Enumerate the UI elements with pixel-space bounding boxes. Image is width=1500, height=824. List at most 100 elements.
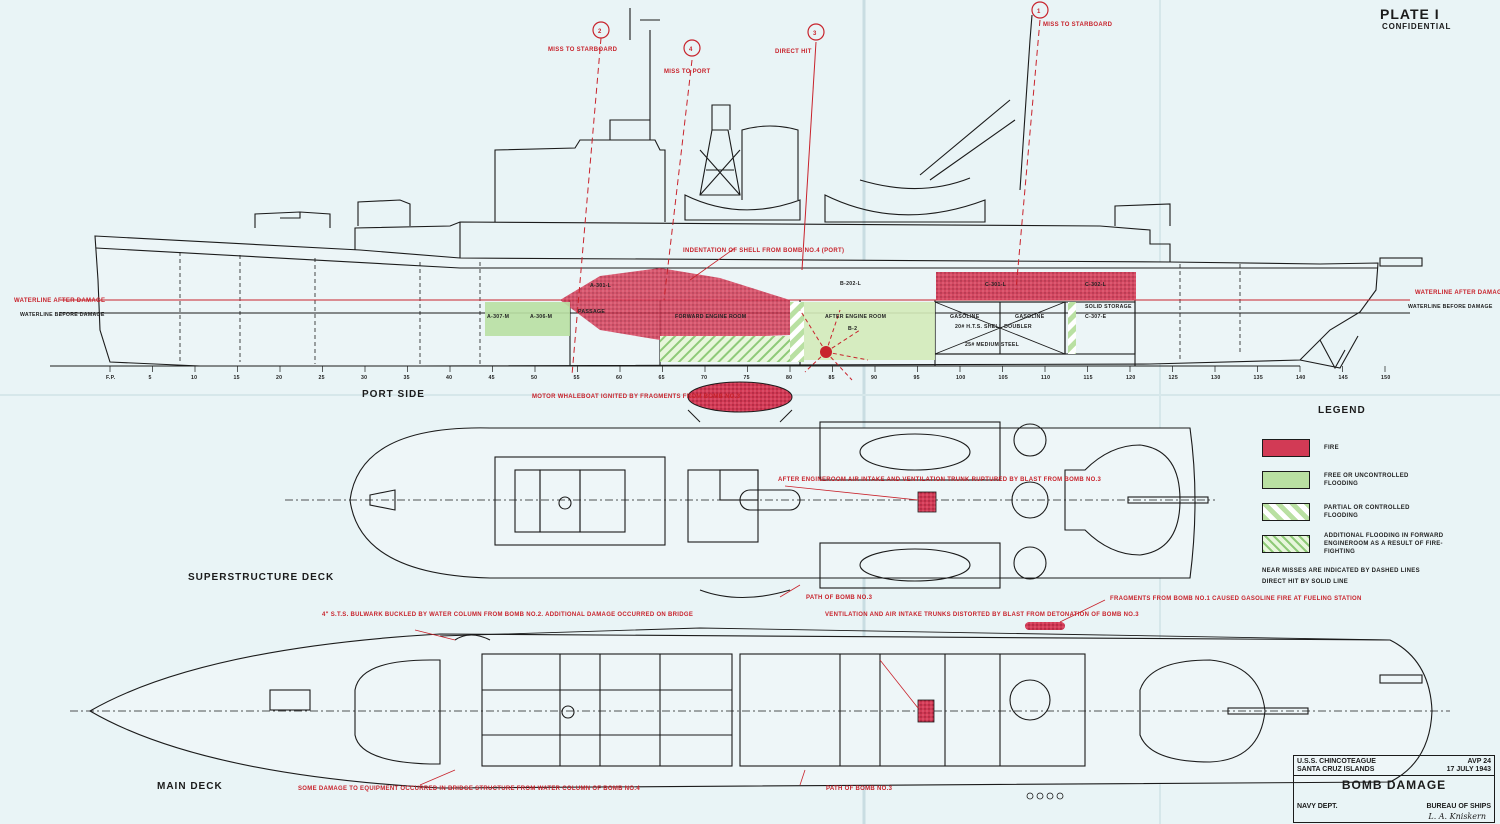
flooding-area-after-engine — [800, 302, 935, 360]
frame-label: 70 — [701, 375, 707, 381]
bomb-2-trajectory — [571, 37, 602, 376]
legend-label: PARTIAL OR CONTROLLED FLOODING — [1324, 505, 1410, 519]
leader-equipment — [419, 769, 456, 786]
leader-air-intake — [784, 485, 919, 501]
waterline-before-label-aft: WATERLINE BEFORE DAMAGE — [1408, 304, 1493, 310]
compartment-passage: PASSAGE — [578, 309, 605, 315]
bomb-1-marker — [1031, 1, 1049, 19]
frame-label: 45 — [489, 375, 495, 381]
bomb-4-trajectory — [663, 59, 693, 301]
frame-label: 10 — [191, 375, 197, 381]
waterline-before-label-fwd: WATERLINE BEFORE DAMAGE — [20, 312, 105, 318]
frame-label: 50 — [531, 375, 537, 381]
frame-label: 125 — [1169, 375, 1179, 381]
legend-swatch-additional — [1262, 535, 1310, 553]
frame-label: 95 — [914, 375, 920, 381]
legend-swatch-flood — [1262, 471, 1310, 489]
partial-flooding-area — [1068, 302, 1076, 354]
bomb-3-number: 3 — [813, 31, 817, 37]
note-bulwark: 4" S.T.S. BULWARK BUCKLED BY WATER COLUM… — [322, 612, 693, 618]
title-bureau: BUREAU OF SHIPS — [1426, 803, 1491, 810]
bomb-3-trajectory — [801, 41, 817, 271]
bomb-2-number: 2 — [598, 29, 602, 35]
leader-indentation — [689, 247, 736, 281]
bomb-2-marker — [592, 21, 610, 39]
waterline-after-label-fwd: WATERLINE AFTER DAMAGE — [14, 298, 105, 304]
view-label-port-side: PORT SIDE — [362, 389, 425, 400]
legend-item-flood: FREE OR UNCONTROLLED FLOODING — [1262, 471, 1462, 489]
frame-label: 85 — [829, 375, 835, 381]
frame-label: 60 — [616, 375, 622, 381]
bomb-2-label: MISS TO STARBOARD — [548, 47, 618, 53]
bomb-3-label: DIRECT HIT — [775, 49, 812, 55]
compartment-solid-storage: SOLID STORAGE — [1085, 304, 1132, 310]
compartment-b202l: B-202-L — [840, 281, 862, 287]
frame-label: 100 — [956, 375, 966, 381]
fire-area-engine-room — [560, 268, 790, 340]
compartment-a306m: A-306-M — [530, 314, 552, 320]
frame-label: 135 — [1254, 375, 1264, 381]
compartment-after-engine-room: AFTER ENGINE ROOM — [825, 314, 886, 320]
whaleboat-davits — [687, 409, 793, 423]
note-fragments-bomb1: FRAGMENTS FROM BOMB NO.1 CAUSED GASOLINE… — [1110, 596, 1362, 602]
view-label-main-deck: MAIN DECK — [157, 781, 223, 792]
compartment-c307e: C-307-E — [1085, 314, 1107, 320]
frame-label: 130 — [1211, 375, 1221, 381]
plate-classification: CONFIDENTIAL — [1382, 22, 1452, 31]
fire-area-gasoline — [936, 272, 1136, 300]
superstructure-deck-plan — [285, 421, 1215, 599]
air-intake-rupture — [917, 491, 937, 513]
frame-label: 75 — [744, 375, 750, 381]
bomb-3-detonation — [820, 346, 832, 358]
frame-label: 150 — [1381, 375, 1391, 381]
compartment-c301l: C-301-L — [985, 282, 1007, 288]
plate-title: PLATE I — [1380, 6, 1440, 22]
frame-label: 90 — [871, 375, 877, 381]
bomb-4-label: MISS TO PORT — [664, 69, 711, 75]
additional-flooding-area — [660, 336, 790, 362]
frame-label: 15 — [234, 375, 240, 381]
bomb-3-burst — [799, 309, 869, 381]
legend-note-direct-hit: DIRECT HIT BY SOLID LINE — [1262, 579, 1349, 585]
frame-label: 5 — [149, 375, 152, 381]
bomb-1-number: 1 — [1037, 9, 1041, 15]
bomb-4-marker — [683, 39, 701, 57]
title-dept: NAVY DEPT. — [1297, 803, 1338, 810]
title-block: U.S.S. CHINCOTEAGUE SANTA CRUZ ISLANDS A… — [1293, 755, 1495, 823]
note-indentation: INDENTATION OF SHELL FROM BOMB NO.4 (POR… — [683, 248, 844, 254]
legend-item-additional: ADDITIONAL FLOODING IN FORWARD ENGINEROO… — [1262, 533, 1462, 555]
legend-item-partial: PARTIAL OR CONTROLLED FLOODING — [1262, 503, 1462, 521]
frame-label: 35 — [404, 375, 410, 381]
compartment-forward-engine-room: FORWARD ENGINE ROOM — [675, 314, 746, 320]
frame-label: 20 — [276, 375, 282, 381]
leader-path-3a — [779, 584, 801, 598]
title-signature: L. A. Kniskern — [1428, 812, 1486, 821]
compartment-gasoline-2: GASOLINE — [1015, 314, 1045, 320]
frame-label: 120 — [1126, 375, 1136, 381]
flooding-area-forward — [485, 302, 570, 336]
legend-item-fire: FIRE — [1262, 439, 1462, 457]
motor-whaleboat-fire — [687, 381, 793, 413]
note-whaleboat: MOTOR WHALEBOAT IGNITED BY FRAGMENTS FRO… — [532, 394, 741, 400]
frame-label: F.P. — [106, 375, 116, 381]
vent-trunk-damage — [917, 699, 935, 723]
frame-label: 65 — [659, 375, 665, 381]
frame-label: 30 — [361, 375, 367, 381]
leader-bulwark — [414, 629, 456, 641]
legend-label: FREE OR UNCONTROLLED FLOODING — [1324, 473, 1409, 487]
note-equipment-damage: SOME DAMAGE TO EQUIPMENT OCCURRED IN BRI… — [298, 786, 640, 792]
frame-label: 40 — [446, 375, 452, 381]
label-medium-steel: 25# MEDIUM STEEL — [965, 342, 1020, 348]
legend-note-near-miss: NEAR MISSES ARE INDICATED BY DASHED LINE… — [1262, 568, 1420, 574]
fueling-station-fire — [1025, 622, 1065, 630]
legend-label: ADDITIONAL FLOODING IN FORWARD ENGINEROO… — [1324, 533, 1444, 555]
compartment-a307m: A-307-M — [487, 314, 509, 320]
bomb-1-trajectory — [1015, 19, 1041, 291]
legend-title: LEGEND — [1318, 405, 1366, 416]
frame-label: 140 — [1296, 375, 1306, 381]
leader-vent — [879, 659, 919, 709]
port-side-profile — [50, 8, 1423, 370]
legend-swatch-fire — [1262, 439, 1310, 457]
frame-label: 115 — [1084, 375, 1093, 381]
